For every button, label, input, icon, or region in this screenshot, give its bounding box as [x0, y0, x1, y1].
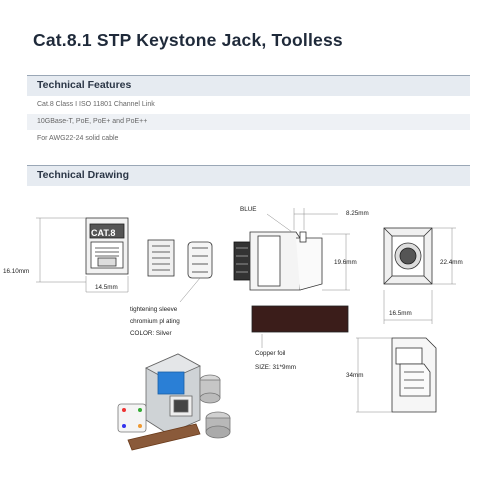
- rear-view-jack: [383, 227, 433, 285]
- technical-features-heading: Technical Features: [27, 75, 470, 96]
- cable-clip: [147, 239, 175, 277]
- photo-white-clip: [117, 403, 147, 433]
- photo-sleeve: [199, 374, 231, 439]
- sleeve-label-line2: chromium pl ating: [130, 318, 180, 325]
- sleeve-color: COLOR: Silver: [130, 330, 172, 337]
- dim-front-width: 14.5mm: [95, 284, 118, 291]
- dim-34: 34mm: [346, 372, 364, 379]
- front-view-jack: [85, 217, 129, 275]
- sleeve-label-line1: tightening sleeve: [130, 306, 178, 313]
- feature-text: 10GBase-T, PoE, PoE+ and PoE++: [37, 118, 148, 125]
- dim-8-25: 8.25mm: [346, 210, 369, 217]
- label-blue: BLUE: [240, 206, 257, 213]
- assembled-jack-line: [391, 337, 437, 413]
- copper-foil-label: Copper foil: [255, 350, 286, 357]
- tightening-sleeve: [179, 241, 213, 303]
- photo-copper-foil: [127, 423, 201, 451]
- feature-text: Cat.8 Class I ISO 11801 Channel Link: [37, 101, 155, 108]
- page-title: Cat.8.1 STP Keystone Jack, Toolless: [33, 30, 343, 50]
- technical-features-label: Technical Features: [37, 79, 132, 91]
- feature-row: Cat.8 Class I ISO 11801 Channel Link: [27, 97, 470, 113]
- dim-22-4: 22.4mm: [440, 259, 463, 266]
- dim-19-6: 19.6mm: [334, 259, 357, 266]
- dim-16-5: 16.5mm: [389, 310, 412, 317]
- copper-foil-size: SIZE: 31*9mm: [255, 364, 296, 371]
- front-view-text: CAT.8: [91, 228, 115, 238]
- technical-drawing-heading: Technical Drawing: [27, 165, 470, 186]
- feature-text: For AWG22-24 solid cable: [37, 135, 119, 142]
- copper-foil-swatch: [251, 305, 349, 333]
- feature-row: 10GBase-T, PoE, PoE+ and PoE++: [27, 114, 470, 130]
- technical-drawing-label: Technical Drawing: [37, 169, 129, 181]
- feature-row: For AWG22-24 solid cable: [27, 131, 470, 147]
- dim-front-height: 16.10mm: [3, 268, 30, 275]
- side-view-jack: [233, 213, 323, 291]
- photo-keystone-jack: [145, 353, 201, 435]
